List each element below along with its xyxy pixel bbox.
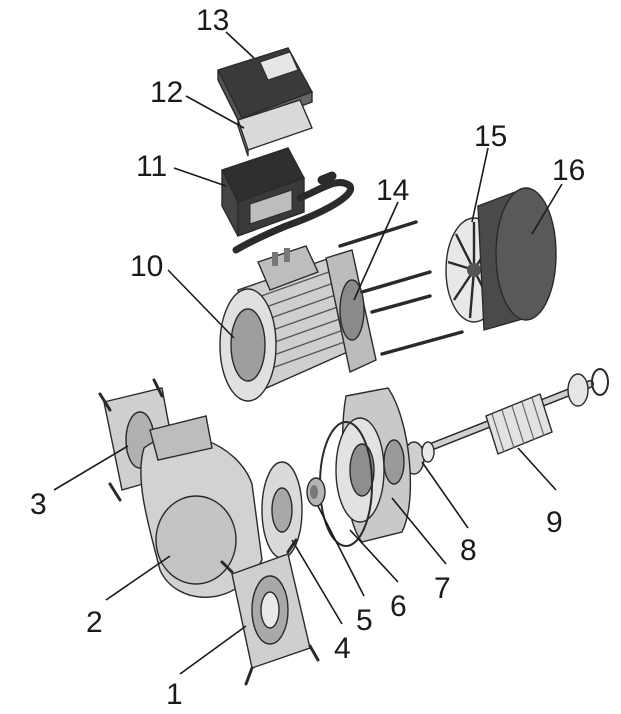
label-part-12: 12 <box>150 76 183 109</box>
label-part-14: 14 <box>376 174 409 207</box>
part-1-outlet-flange <box>220 538 320 686</box>
label-part-13: 13 <box>196 4 229 37</box>
part-labels: 13 12 11 10 14 15 16 9 8 7 6 5 4 3 2 1 <box>30 4 585 711</box>
part-4-diffuser <box>261 461 303 559</box>
tie-rods <box>338 220 464 356</box>
label-part-10: 10 <box>130 250 163 283</box>
part-9-rotor-shaft <box>414 368 609 456</box>
label-part-9: 9 <box>546 506 563 539</box>
part-16-fan-cover <box>477 187 557 331</box>
label-part-1: 1 <box>166 678 183 711</box>
leader-lines <box>53 31 563 675</box>
part-14-end-flange <box>325 249 377 374</box>
part-2-pump-body <box>140 415 263 598</box>
label-part-2: 2 <box>86 606 103 639</box>
part-12-gasket <box>237 99 313 157</box>
label-part-16: 16 <box>552 154 585 187</box>
label-part-6: 6 <box>390 590 407 623</box>
label-part-7: 7 <box>434 572 451 605</box>
part-7-bracket <box>335 387 412 543</box>
label-part-15: 15 <box>474 120 507 153</box>
label-part-8: 8 <box>460 534 477 567</box>
label-part-5: 5 <box>356 604 373 637</box>
part-5-impeller <box>306 477 326 507</box>
label-part-4: 4 <box>334 632 351 665</box>
label-part-3: 3 <box>30 488 47 521</box>
label-part-11: 11 <box>136 150 167 183</box>
part-10-motor-housing <box>219 245 353 402</box>
part-11-terminal-box <box>221 147 355 254</box>
